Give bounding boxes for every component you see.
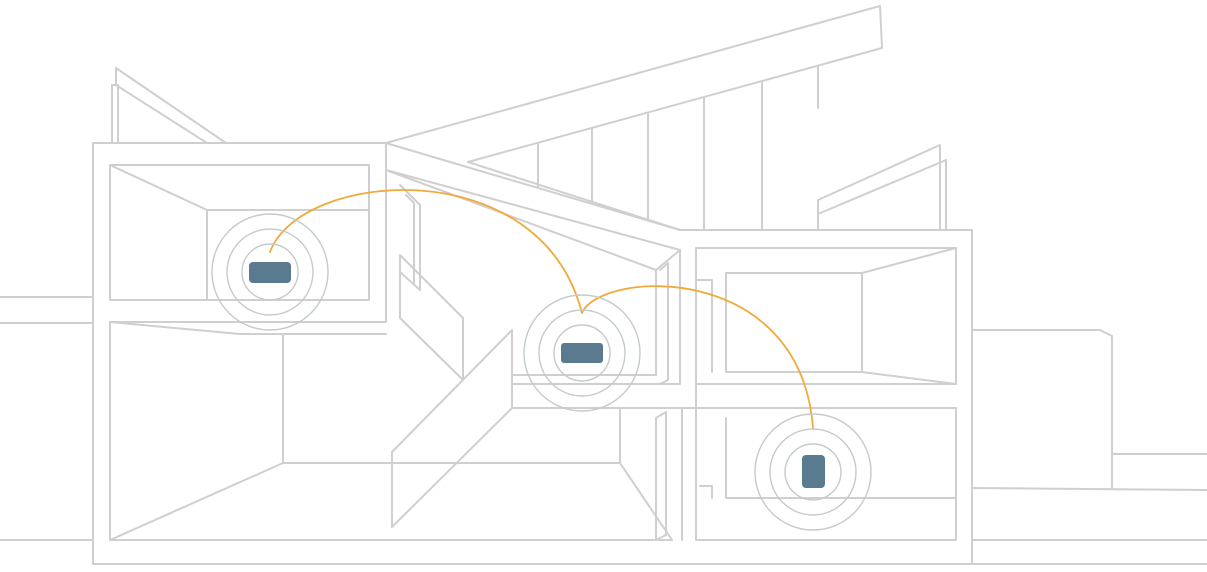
right-lower-room	[695, 407, 957, 541]
signal-ring	[754, 413, 872, 531]
left-roof-diagonal-2	[115, 67, 227, 144]
left-roof-rise	[111, 84, 119, 144]
right-upper-diag-2	[861, 371, 957, 385]
signal-ring	[241, 243, 299, 301]
left-block-outline	[92, 142, 973, 565]
right-lower-post-2	[699, 485, 713, 499]
lower-left-diag-2	[619, 462, 673, 541]
mid-room-inner	[511, 269, 657, 376]
mid-room-ceiling-2	[385, 169, 681, 271]
mesh-router-icon	[561, 343, 603, 363]
mid-slab-left	[109, 142, 387, 323]
mid-room-right	[511, 249, 681, 385]
signal-ring	[769, 428, 857, 516]
upper-left-room	[109, 164, 370, 301]
connection-arc	[581, 285, 814, 429]
signal-ring	[523, 294, 641, 412]
mid-room-ceiling	[385, 169, 681, 251]
stair-rail	[399, 254, 464, 381]
upper-left-room-diag	[109, 164, 208, 211]
mesh-router-icon	[249, 262, 291, 283]
mesh-connections	[269, 189, 814, 429]
signal-ring	[553, 324, 611, 382]
right-upper-room	[695, 247, 957, 385]
mid-slab-left-2	[109, 321, 387, 335]
main-roof	[385, 5, 883, 163]
mid-room-left-post	[399, 184, 421, 291]
right-roof-2	[817, 159, 947, 231]
mid-slab	[511, 383, 697, 409]
signal-ring	[538, 309, 626, 397]
extension-roof	[971, 329, 1113, 489]
right-upper-diag	[861, 247, 957, 274]
left-roof-diagonal	[115, 67, 208, 144]
node-lower-right	[754, 413, 872, 531]
connection-arc	[269, 189, 583, 314]
signal-ring	[784, 443, 842, 501]
right-upper-back	[725, 272, 863, 373]
mesh-satellite-icon	[802, 455, 825, 488]
mid-door	[659, 262, 669, 385]
mid-room-left-post-2	[405, 194, 415, 286]
signal-ring	[226, 228, 314, 316]
extension-ground	[971, 487, 1207, 491]
right-roof	[817, 144, 941, 231]
node-middle	[523, 294, 641, 412]
lower-left-back	[282, 333, 621, 464]
roof-underside	[467, 161, 681, 231]
right-lower-door	[655, 411, 667, 541]
lower-left-diag	[109, 462, 284, 541]
house-walls	[0, 5, 1207, 565]
stair-panel	[391, 329, 513, 528]
signal-ring	[211, 213, 329, 331]
right-upper-door	[695, 279, 713, 373]
right-lower-back	[725, 417, 957, 499]
node-upper-left	[211, 213, 329, 331]
